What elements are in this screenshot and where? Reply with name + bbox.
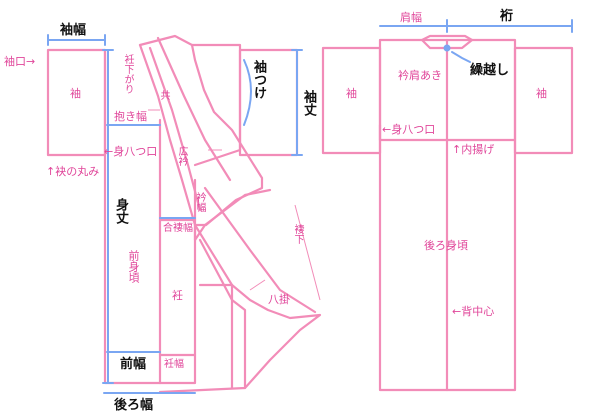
label-yuki: 裄 (500, 9, 514, 24)
okumi-panel (158, 178, 197, 385)
label-back-sleeve-left: 袖 (346, 87, 357, 100)
measure-lines (47, 19, 573, 394)
leader-lines (148, 109, 321, 301)
label-mitake: 身丈 (113, 198, 128, 224)
collar-fold (156, 36, 232, 182)
label-hiroeri: 広衿 (176, 146, 187, 166)
label-mae-migoro: 前身頃 (127, 250, 140, 283)
front-edge-diagonal (193, 188, 272, 242)
label-sodetsuke: 袖つけ (251, 60, 266, 99)
label-katahaba: 肩幅 (400, 11, 422, 24)
label-sode-haba: 袖幅 (60, 23, 87, 38)
label-hakkake: 八掛 (268, 293, 290, 306)
label-tomohaba: 共 (158, 90, 169, 100)
collar-mid (148, 46, 202, 212)
label-tamoto-no-marumi: ↑袂の丸み (46, 165, 100, 178)
hakkake-flare (158, 223, 322, 394)
label-miyatsukuchi-back: ←身八つ口 (382, 123, 436, 136)
back-view-outline (321, 34, 574, 392)
label-awaseduma-haba: 合褄幅 (163, 223, 193, 234)
back-sleeve-right (513, 46, 574, 155)
hakkake-inner (198, 238, 247, 390)
label-uchiage: ↑内揚げ (452, 143, 495, 156)
label-senaka-shin: ←背中心 (452, 305, 495, 318)
label-ushiro-migoro: 後ろ身頃 (424, 239, 468, 252)
front-view-outline (46, 34, 322, 394)
label-sodeguchi: 袖口→ (4, 55, 36, 68)
label-back-sleeve-right: 袖 (536, 87, 547, 100)
label-kurikoshi: 繰越し (470, 63, 510, 78)
label-dakihaba: 抱き幅 (114, 110, 147, 123)
measure-kurikoshi (451, 51, 471, 63)
label-ushirohaba: 後ろ幅 (114, 398, 154, 413)
label-miyatsukuchi-front: ←身八つ口 (104, 145, 158, 158)
label-eri-kataaki: 衿肩あき (398, 69, 442, 82)
tsuma-edge (203, 186, 317, 314)
label-okumihaba: 衽幅 (164, 359, 184, 370)
label-tsuma-sagari: 褄下 (292, 224, 303, 244)
label-erihaba: 衿幅 (194, 192, 205, 212)
label-okumi-sagari: 衽下がり (122, 54, 133, 94)
rear-sleeve (238, 48, 299, 157)
measure-sodetsuke (243, 59, 252, 126)
label-maehaba: 前幅 (120, 357, 147, 372)
armpit-line (193, 148, 242, 167)
label-okumi: 衽 (172, 289, 183, 302)
back-collar (420, 34, 474, 50)
label-sodetake: 袖丈 (301, 90, 316, 116)
label-front-sleeve: 袖 (70, 87, 81, 100)
back-shoulder (190, 43, 242, 152)
collar-inner (138, 43, 197, 227)
front-sleeve (46, 48, 107, 157)
back-sleeve-left (321, 46, 382, 155)
